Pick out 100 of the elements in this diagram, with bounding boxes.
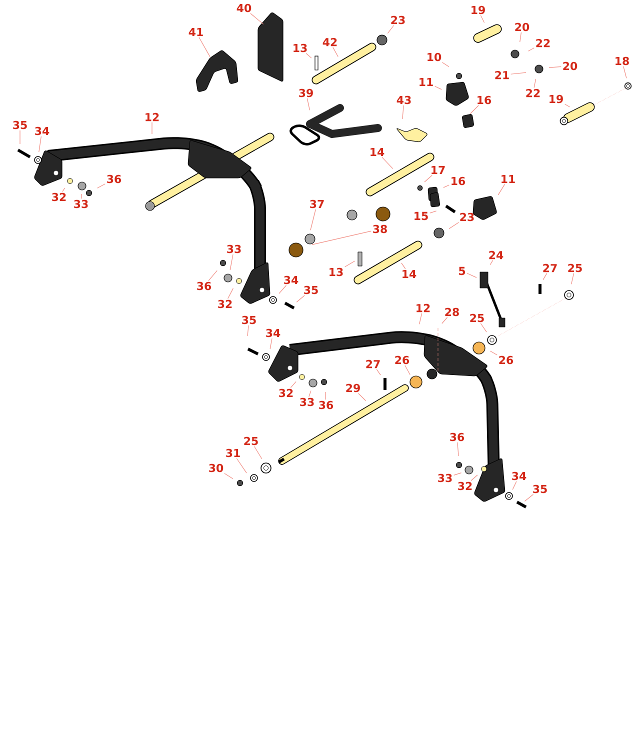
- callout-number: 42: [322, 38, 337, 46]
- callout-number: 13: [294, 44, 307, 52]
- callout-number: 32: [458, 482, 472, 490]
- callout-number: 35: [533, 484, 547, 494]
- leader-line: [490, 350, 498, 356]
- leader-line: [296, 295, 305, 302]
- callout-number: 11: [502, 175, 515, 184]
- leader-line: [564, 104, 570, 108]
- callout-number: 22: [536, 38, 550, 48]
- leader-line: [571, 273, 574, 284]
- leader-line: [442, 317, 448, 324]
- callout-number: 33: [300, 398, 314, 406]
- callout-number: 26: [499, 356, 514, 364]
- callout-number: 36: [197, 282, 212, 290]
- callout-number: 19: [472, 6, 485, 14]
- leader-line: [401, 262, 406, 270]
- leader-line: [310, 209, 316, 230]
- leader-line: [534, 78, 536, 88]
- leader-line: [228, 288, 234, 299]
- callout-number: 25: [244, 436, 258, 446]
- leader-line: [96, 184, 106, 188]
- leader-line: [470, 474, 478, 481]
- leader-line: [442, 62, 450, 68]
- callout-number: 18: [616, 56, 629, 66]
- leader-line: [62, 188, 66, 192]
- leader-line: [270, 338, 272, 350]
- leader-line: [344, 260, 356, 268]
- callout-number: 28: [445, 308, 459, 316]
- callout-number: 34: [284, 276, 298, 284]
- callout-number: 33: [74, 200, 88, 208]
- leader-line: [230, 254, 234, 270]
- callout-number: 16: [452, 176, 466, 186]
- callout-number: 20: [515, 22, 530, 32]
- callout-number: 32: [279, 388, 293, 398]
- leader-line: [236, 458, 247, 474]
- callout-number: 22: [526, 88, 540, 98]
- leader-line: [466, 272, 477, 278]
- leader-line: [312, 230, 372, 245]
- leader-line: [254, 446, 262, 460]
- callout-number: 27: [543, 264, 557, 272]
- leader-line: [382, 156, 394, 169]
- callout-number: 33: [438, 474, 452, 482]
- leader-line: [448, 222, 460, 230]
- callout-number: 35: [13, 120, 27, 130]
- leader-line: [38, 136, 42, 152]
- callout-number: 14: [402, 270, 416, 278]
- leader-line: [510, 72, 526, 74]
- callout-number: 32: [218, 300, 232, 308]
- callout-number: 41: [188, 28, 203, 36]
- leader-line: [419, 313, 422, 324]
- callout-number: 14: [370, 148, 384, 156]
- leader-line: [247, 325, 249, 336]
- callout-number: 39: [299, 88, 313, 98]
- leader-line: [325, 392, 326, 400]
- callout-number: 24: [489, 250, 504, 260]
- callout-number: 38: [373, 224, 387, 234]
- leader-line: [358, 393, 366, 402]
- leader-line: [387, 25, 394, 34]
- leader-line: [470, 105, 479, 114]
- callout-number: 36: [107, 174, 122, 184]
- callout-number: 36: [450, 432, 464, 442]
- callout-number: 12: [146, 112, 159, 122]
- callout-number: 36: [319, 400, 334, 410]
- leader-line: [434, 86, 442, 90]
- leader-line: [332, 47, 338, 58]
- callout-number: 34: [266, 328, 280, 338]
- leader-line: [512, 481, 517, 490]
- callout-number: 5: [459, 266, 466, 276]
- leader-line: [81, 194, 82, 199]
- callout-number: 35: [304, 286, 318, 294]
- leader-line: [402, 105, 404, 120]
- leader-line: [498, 184, 506, 196]
- leader-line: [454, 472, 462, 476]
- leader-line: [520, 32, 522, 42]
- leader-line: [480, 15, 485, 23]
- callout-number: 35: [242, 316, 256, 324]
- leader-line: [198, 36, 210, 58]
- callout-number: 34: [35, 126, 50, 136]
- leader-line: [490, 260, 494, 266]
- callout-number: 37: [310, 200, 324, 208]
- callout-number: 17: [432, 166, 445, 174]
- leader-line: [404, 365, 410, 376]
- leader-line: [376, 369, 381, 376]
- callout-number: 25: [470, 314, 484, 322]
- callout-number: 33: [227, 244, 241, 254]
- leader-line: [224, 473, 234, 480]
- leader-line: [548, 66, 562, 68]
- callout-number: 23: [460, 212, 474, 222]
- callout-number: 31: [226, 448, 240, 458]
- callout-number: 34: [512, 472, 526, 480]
- callout-number: 32: [52, 192, 66, 202]
- callout-number: 15: [414, 212, 428, 220]
- callout-number: 30: [209, 464, 224, 472]
- callout-number: 16: [478, 96, 492, 104]
- callout-number: 11: [420, 78, 433, 86]
- leader-line: [250, 13, 264, 24]
- leader-line: [306, 53, 312, 58]
- callout-number: 23: [391, 16, 405, 24]
- leader-line: [528, 48, 534, 52]
- callout-number: 20: [563, 62, 578, 70]
